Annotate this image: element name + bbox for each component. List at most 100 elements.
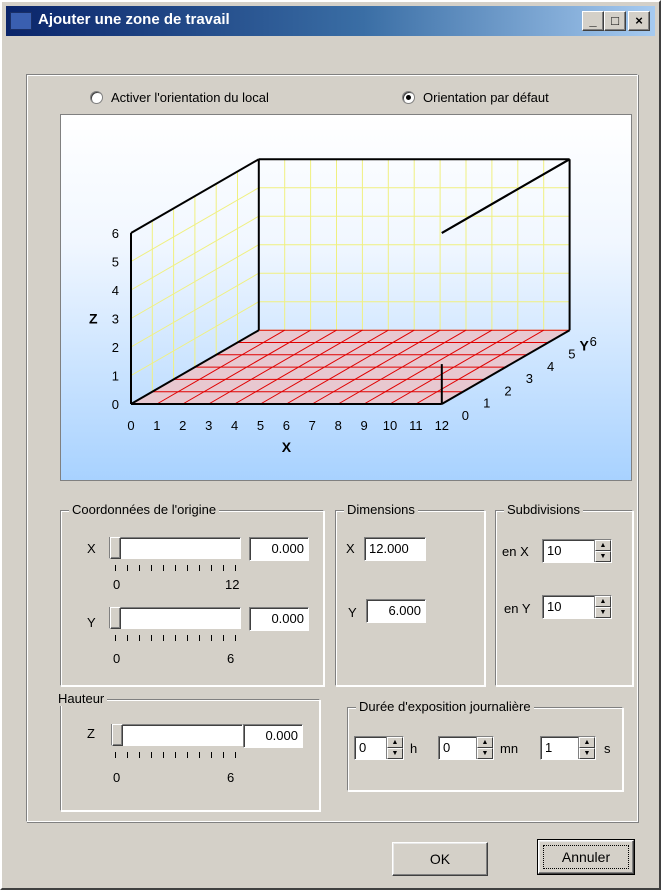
- height-legend: Hauteur: [55, 691, 108, 706]
- left-wall-gridline: [130, 301, 260, 376]
- origin-x-slider-thumb[interactable]: [110, 537, 121, 559]
- origin-y-slider-thumb[interactable]: [110, 607, 121, 629]
- origin-legend: Coordonnées de l'origine: [69, 502, 220, 517]
- x-tick-label: 7: [309, 418, 316, 433]
- y-axis-line: [441, 329, 571, 405]
- subdivisions-x-spinner[interactable]: 10 ▲ ▼: [542, 539, 612, 563]
- cancel-button[interactable]: Annuler: [537, 839, 635, 875]
- spin-down-icon[interactable]: ▼: [387, 748, 403, 759]
- content-frame: [26, 74, 638, 822]
- exposure-minutes-spin-buttons[interactable]: ▲ ▼: [476, 737, 493, 759]
- z-tick-label: 1: [112, 369, 119, 384]
- height-z-label: Z: [87, 726, 95, 741]
- cancel-button-label: Annuler: [561, 849, 611, 865]
- origin-y-ticks: [115, 635, 237, 641]
- origin-y-slider[interactable]: [109, 607, 241, 629]
- exposure-seconds-spinner[interactable]: 1 ▲ ▼: [540, 736, 596, 760]
- spin-up-icon[interactable]: ▲: [579, 737, 595, 748]
- origin-group: Coordonnées de l'origine X 0.000 0 12 Y …: [60, 502, 324, 686]
- exposure-hours-unit: h: [410, 741, 418, 756]
- left-wall-gridline: [130, 187, 260, 262]
- subdivisions-legend: Subdivisions: [504, 502, 583, 517]
- exposure-hours-spin-buttons[interactable]: ▲ ▼: [386, 737, 403, 759]
- focus-rect: [543, 845, 629, 869]
- z-tick-label: 5: [112, 255, 119, 270]
- title-bar[interactable]: Ajouter une zone de travail _ □ ×: [6, 6, 655, 36]
- x-tick-label: 10: [383, 418, 397, 433]
- x-tick-label: 4: [231, 418, 238, 433]
- radio-default-label: Orientation par défaut: [423, 90, 549, 105]
- z-tick-label: 6: [112, 226, 119, 241]
- origin-x-slider[interactable]: [109, 537, 241, 559]
- z-tick-label: 0: [112, 397, 119, 412]
- x-tick-label: 0: [127, 418, 134, 433]
- subdivisions-group: Subdivisions en X 10 ▲ ▼ en Y 10 ▲ ▼: [495, 502, 633, 686]
- origin-y-label: Y: [87, 615, 96, 630]
- spin-up-icon[interactable]: ▲: [595, 540, 611, 551]
- y-tick-label: 5: [568, 347, 575, 362]
- x-tick-label: 3: [205, 418, 212, 433]
- exposure-hours-value: 0: [359, 740, 367, 755]
- origin-y-field[interactable]: 0.000: [249, 607, 309, 631]
- spin-down-icon[interactable]: ▼: [579, 748, 595, 759]
- spin-up-icon[interactable]: ▲: [477, 737, 493, 748]
- origin-x-ticks: [115, 565, 237, 571]
- origin-x-field[interactable]: 0.000: [249, 537, 309, 561]
- subdivisions-y-spin-buttons[interactable]: ▲ ▼: [594, 596, 611, 618]
- subdivisions-y-spinner[interactable]: 10 ▲ ▼: [542, 595, 612, 619]
- x-tick-label: 11: [409, 418, 423, 433]
- ok-button[interactable]: OK: [392, 842, 488, 876]
- radio-orientation-default[interactable]: Orientation par défaut: [402, 90, 549, 105]
- maximize-button[interactable]: □: [604, 11, 626, 31]
- subdivisions-x-label: en X: [502, 544, 529, 559]
- z-tick-label: 4: [112, 283, 119, 298]
- exposure-hours-spinner[interactable]: 0 ▲ ▼: [354, 736, 404, 760]
- height-z-slider-thumb[interactable]: [112, 724, 123, 746]
- box-edge: [441, 158, 571, 234]
- exposure-minutes-spinner[interactable]: 0 ▲ ▼: [438, 736, 494, 760]
- dimensions-x-field[interactable]: 12.000: [364, 537, 426, 561]
- spin-down-icon[interactable]: ▼: [595, 551, 611, 562]
- app-icon: [10, 12, 32, 30]
- y-tick-label: 2: [504, 383, 511, 398]
- left-wall-gridline: [130, 215, 260, 291]
- x-tick-label: 2: [179, 418, 186, 433]
- dimensions-legend: Dimensions: [344, 502, 418, 517]
- spin-up-icon[interactable]: ▲: [387, 737, 403, 748]
- close-button[interactable]: ×: [628, 11, 650, 31]
- spin-up-icon[interactable]: ▲: [595, 596, 611, 607]
- height-z-slider[interactable]: [111, 724, 243, 746]
- height-z-min-label: 0: [113, 770, 121, 785]
- subdivisions-x-spin-buttons[interactable]: ▲ ▼: [594, 540, 611, 562]
- minimize-button[interactable]: _: [582, 11, 604, 31]
- z-axis-label: Z: [89, 311, 98, 327]
- y-tick-label: 0: [462, 408, 469, 423]
- dimensions-group: Dimensions X 12.000 Y 6.000: [335, 502, 485, 686]
- left-wall-gridline: [130, 244, 260, 319]
- x-tick-label: 6: [283, 418, 290, 433]
- z-tick-label: 2: [112, 340, 119, 355]
- x-tick-label: 9: [360, 418, 367, 433]
- z-tick-label: 3: [112, 312, 119, 327]
- radio-orientation-local[interactable]: Activer l'orientation du local: [90, 90, 269, 105]
- exposure-legend: Durée d'exposition journalière: [356, 699, 534, 714]
- x-tick-label: 5: [257, 418, 264, 433]
- origin-x-label: X: [87, 541, 96, 556]
- spin-down-icon[interactable]: ▼: [477, 748, 493, 759]
- radio-local-indicator[interactable]: [90, 91, 103, 104]
- y-tick-label: 4: [547, 359, 554, 374]
- exposure-group: Durée d'exposition journalière 0 ▲ ▼ h 0…: [347, 699, 623, 791]
- origin-y-max-label: 6: [227, 651, 235, 666]
- dimensions-y-label: Y: [348, 605, 357, 620]
- spin-down-icon[interactable]: ▼: [595, 607, 611, 618]
- box-edge: [130, 158, 260, 234]
- radio-default-indicator[interactable]: [402, 91, 415, 104]
- box-edge: [130, 329, 260, 405]
- origin-y-min-label: 0: [113, 651, 121, 666]
- exposure-seconds-spin-buttons[interactable]: ▲ ▼: [578, 737, 595, 759]
- dimensions-y-field[interactable]: 6.000: [366, 599, 426, 623]
- height-z-max-label: 6: [227, 770, 235, 785]
- height-z-field[interactable]: 0.000: [243, 724, 303, 748]
